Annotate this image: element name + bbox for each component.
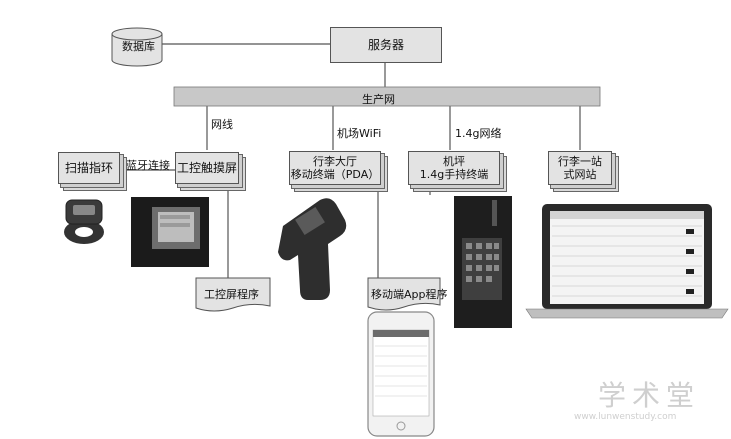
ring-scanner-label: 扫描指环: [64, 160, 113, 175]
touchscreen-app-doc-shape: [195, 277, 271, 312]
handset-node: 机坪 1.4g手持终端: [408, 151, 500, 185]
wifi-link-label: 机场WiFi: [337, 127, 382, 140]
server-node: 服务器: [330, 27, 442, 63]
pda-device-icon: [278, 198, 347, 300]
g14-link-label: 1.4g网络: [455, 127, 502, 140]
production-network-label: 生产网: [362, 93, 395, 106]
database-icon: [111, 27, 163, 67]
touchscreen-app-label: 工控屏程序: [204, 288, 259, 301]
watermark-url: www.lunwenstudy.com: [574, 412, 677, 422]
touchscreen-monitor-icon: [131, 197, 209, 267]
server-label: 服务器: [367, 37, 404, 52]
handset-device-icon: [454, 196, 512, 328]
bluetooth-link-label: 蓝牙连接: [126, 159, 170, 172]
smartphone-icon: [367, 311, 435, 437]
pda-label: 行李大厅 移动终端（PDA）: [290, 154, 380, 181]
wired-link-label: 网线: [211, 118, 233, 131]
production-network-bus: [173, 86, 601, 107]
touchscreen-label: 工控触摸屏: [176, 160, 237, 175]
mobile-app-doc-shape: [367, 277, 441, 311]
database-label: 数据库: [122, 40, 155, 53]
web-node: 行李一站 式网站: [548, 151, 612, 185]
web-label: 行李一站 式网站: [558, 154, 602, 181]
ring-scanner-node: 扫描指环: [58, 152, 120, 184]
watermark-logo: 学术堂: [598, 379, 701, 412]
mobile-app-label: 移动端App程序: [371, 288, 448, 301]
touchscreen-node: 工控触摸屏: [175, 152, 239, 184]
laptop-website-icon: [525, 204, 729, 319]
ring-scanner-device-icon: [64, 199, 104, 244]
pda-node: 行李大厅 移动终端（PDA）: [289, 151, 381, 185]
handset-label: 机坪 1.4g手持终端: [419, 154, 489, 181]
